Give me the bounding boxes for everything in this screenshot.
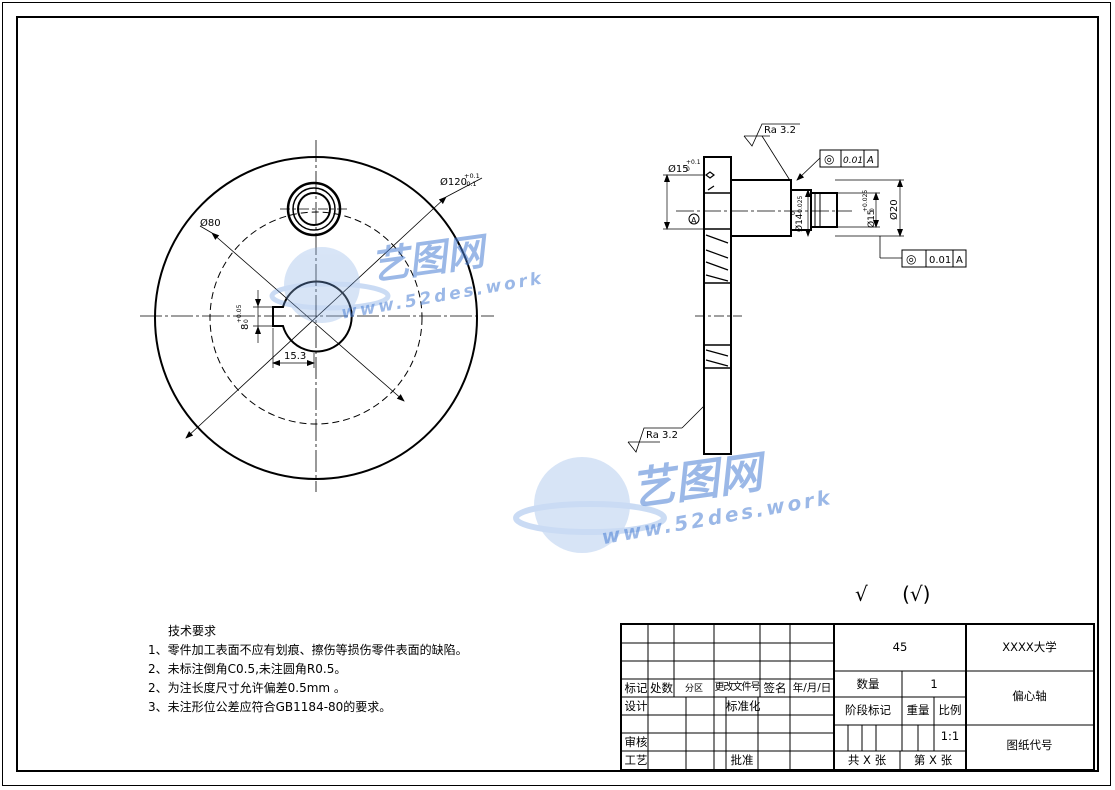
watermark-globe-2 [513,457,667,553]
gdt-top-datum: A [866,155,874,166]
general-roughness-symbol: √ (√) [855,582,930,606]
tb-sheets-total: 共 X 张 [847,753,887,767]
front-view [140,140,494,492]
dim-phi14-tol-lower: -0.025 [797,195,804,215]
dim-phi15-left: Ø15 [668,163,689,175]
dim-phi15-right-tol-lower: 0 [869,208,876,212]
title-block: 标记 处数 分区 更改文件号 签名 年/月/日 设计 标准化 审核 工艺 批准 … [620,623,1095,771]
tb-approve: 批准 [730,753,754,767]
tb-zone: 分区 [684,684,703,694]
gdt-bottom-value: 0.01 [929,255,951,266]
tb-design: 设计 [624,699,648,713]
tech-req-item-1: 1、零件加工表面不应有划痕、擦伤等损伤零件表面的缺陷。 [148,643,468,657]
tb-date: 年/月/日 [792,682,832,694]
dim-phi120-tol-upper: +0.1 [464,172,480,180]
dim-phi15-right-tol-upper: +0.025 [862,190,869,212]
dim-keyway-tol-upper: +0.05 [236,304,243,323]
dim-phi120: Ø120 [440,176,467,188]
roughness-check-icon: √ [855,582,868,606]
tb-weight-label: 重量 [906,703,930,717]
gdt-top-symbol: ◎ [824,152,834,166]
tb-mark: 标记 [624,681,648,695]
tb-change-doc: 更改文件号 [714,682,761,693]
title-block-grid [622,625,1093,769]
tech-requirements-title: 技术要求 [168,624,217,638]
tb-material: 45 [892,640,908,654]
tb-sheet-no: 第 X 张 [913,753,953,767]
gdt-top-value: 0.01 [843,156,863,166]
gdt-frame-bottom: ◎ 0.01 A [906,252,963,266]
tech-requirements: 技术要求 1、零件加工表面不应有划痕、擦伤等损伤零件表面的缺陷。 2、未标注倒角… [148,622,468,717]
gdt-bottom-datum: A [956,255,963,266]
tb-quantity-label: 数量 [856,677,880,691]
tb-stage-label: 阶段标记 [845,703,891,717]
dim-phi15-left-tol-upper: +0.1 [686,159,701,166]
tb-drawing-no: 图纸代号 [1006,738,1053,752]
tb-quantity: 1 [930,677,938,691]
tb-signature: 签名 [763,681,787,695]
dim-phi15-left-tol-lower: 0 [686,166,690,173]
gdt-frame-top: ◎ 0.01 A [824,152,874,166]
tb-scale-label: 比例 [938,703,962,717]
dim-keyway-depth: 15.3 [284,351,306,362]
roughness-top: Ra 3.2 [764,125,796,136]
gdt-bottom-symbol: ◎ [906,252,916,266]
roughness-paren: (√) [902,582,931,606]
tech-req-item-3: 2、为注长度尺寸允许偏差0.5mm 。 [148,681,346,695]
tb-count: 处数 [650,681,673,695]
tech-req-item-2: 2、未标注倒角C0.5,未注圆角R0.5。 [148,662,347,676]
side-section-view [627,123,967,455]
drawing-border [16,16,1099,772]
dim-phi20: Ø20 [888,199,900,220]
dim-phi15-right: Ø15 [866,209,877,228]
tb-part-name: 偏心轴 [1012,689,1047,703]
dim-phi14: Ø14 [794,213,805,232]
watermark-globe-1 [269,247,391,323]
tb-school: XXXX大学 [1002,640,1057,654]
tb-standardize: 标准化 [726,699,761,713]
datum-label: A [691,216,697,225]
tb-scale: 1:1 [940,729,960,743]
dim-phi14-tol-upper: 0 [790,211,797,215]
dim-phi80: Ø80 [200,217,221,229]
roughness-bottom: Ra 3.2 [646,430,678,441]
dim-keyway-width: 8 [240,324,251,330]
dim-keyway-tol-lower: 0 [243,319,250,323]
tb-review: 审核 [624,735,648,749]
tb-process: 工艺 [624,753,648,767]
tech-req-item-4: 3、未注形位公差应符合GB1184-80的要求。 [148,700,392,714]
dim-phi120-tol-lower: -0.1 [464,180,477,188]
dim-phi120-group: Ø120 +0.1 -0.1 [440,172,480,188]
